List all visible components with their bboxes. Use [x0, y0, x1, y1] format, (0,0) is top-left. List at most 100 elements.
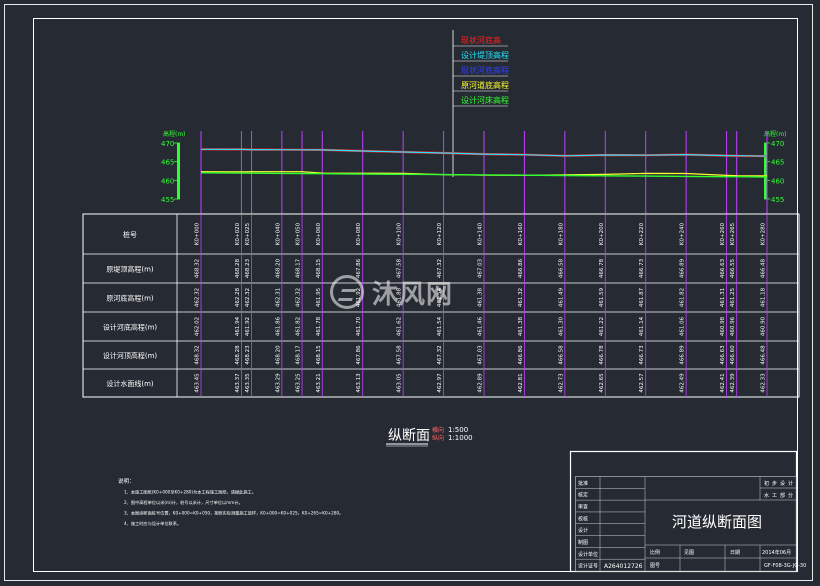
- table-cell-1-15: 466.63: [720, 258, 726, 278]
- table-cell-3-15: 460.98: [720, 316, 726, 336]
- axis-left-tick-3: 455: [161, 196, 174, 204]
- table-cell-4-15: 466.63: [720, 345, 726, 365]
- title-block-right-labels: 初步设计水工部分: [764, 480, 793, 499]
- note-line-3: 3、本图纵断面桩号位置，K0+000=K0+050，按照实际测量施工放样，K0+…: [124, 510, 343, 517]
- table-cell-3-10: 461.38: [518, 316, 524, 336]
- table-cell-2-16: 461.25: [730, 287, 736, 307]
- table-cell-5-13: 462.57: [639, 373, 645, 393]
- tb-right-mid-1: 工: [772, 493, 777, 499]
- table-cell-5-11: 462.73: [558, 373, 564, 393]
- watermark: 沐风网: [330, 272, 500, 312]
- table-cell-2-5: 461.95: [316, 287, 322, 307]
- axis-left-tick-0: 470: [161, 140, 174, 148]
- table-cell-0-2: K0+025: [245, 222, 251, 245]
- table-cell-2-14: 461.82: [680, 288, 686, 307]
- table-cell-1-3: 468.20: [275, 258, 281, 278]
- axis-left-title: 高程(m): [163, 130, 186, 138]
- table-cell-0-8: K0+120: [437, 222, 443, 245]
- notes: 说明： 1、本施工图纸(K0+000至K0+280)为本工程施工图纸，请据此施工。…: [118, 477, 343, 527]
- scale-v: 1:1000: [448, 434, 473, 442]
- table-cell-3-9: 461.46: [478, 316, 484, 336]
- table-cell-3-7: 461.62: [397, 317, 403, 336]
- table-cell-1-14: 466.89: [680, 258, 686, 278]
- table-cell-5-9: 462.89: [478, 373, 484, 393]
- table-cell-1-16: 466.55: [730, 258, 736, 278]
- tb-right-mid-3: 分: [788, 492, 793, 499]
- table-cell-0-12: K0+200: [599, 222, 605, 245]
- table-cell-1-13: 466.73: [639, 258, 645, 278]
- table-cell-3-11: 461.30: [558, 316, 564, 336]
- table-cell-2-4: 462.32: [296, 288, 302, 307]
- table-row-label-5: 设计水面线(m): [106, 379, 154, 388]
- table-cell-0-15: K0+260: [720, 222, 726, 245]
- table-cell-3-3: 461.86: [275, 316, 281, 336]
- table-cell-4-6: 467.86: [356, 345, 362, 365]
- table-cell-2-11: 461.49: [558, 287, 564, 307]
- table-cell-3-16: 460.96: [730, 316, 736, 336]
- tb-left-label-6: 设计单位: [578, 551, 598, 558]
- cert-number: A264012726: [604, 563, 643, 570]
- note-line-0: 说明：: [118, 477, 135, 485]
- table-cell-3-17: 460.90: [761, 316, 767, 336]
- table-cell-0-7: K0+100: [397, 222, 403, 245]
- axis-right-title: 高程(m): [764, 130, 787, 138]
- scale-h-label: 横向: [432, 426, 444, 434]
- watermark-text: 沐风网: [372, 279, 454, 310]
- table-cell-3-5: 461.78: [316, 316, 322, 336]
- table-cell-0-17: K0+280: [761, 222, 767, 245]
- table-row-label-2: 原河底高程(m): [106, 294, 154, 303]
- tb-left-label-2: 审查: [578, 504, 588, 511]
- axis-right-tick-2: 460: [771, 177, 784, 185]
- table-cell-4-13: 466.73: [639, 345, 645, 365]
- table-cell-5-15: 462.41: [720, 373, 726, 392]
- note-line-2: 2、图中高程单位以米(m)计，桩号以米计，尺寸单位以mm计。: [124, 499, 243, 506]
- table-cell-0-4: K0+050: [296, 222, 302, 245]
- table-cell-5-2: 463.35: [245, 373, 251, 393]
- table-cell-1-2: 468.23: [245, 258, 251, 278]
- table-row-label-0: 桩号: [123, 230, 137, 239]
- table-cell-0-1: K0+020: [235, 222, 241, 245]
- tb-right-top-1: 步: [772, 481, 777, 487]
- table-cell-5-12: 462.65: [599, 373, 605, 393]
- tb-bottom-cell-1: 见图: [684, 550, 694, 556]
- table-cell-1-11: 466.58: [558, 258, 564, 278]
- axis-right-tick-0: 470: [771, 140, 784, 148]
- table-cell-5-1: 463.37: [235, 373, 241, 393]
- table-cell-3-14: 461.06: [680, 316, 686, 336]
- table-cell-2-1: 462.28: [235, 287, 241, 307]
- table-cell-1-5: 468.15: [316, 258, 322, 278]
- tb-right-top-2: 设: [780, 480, 785, 487]
- table-cell-0-6: K0+080: [356, 222, 362, 245]
- outer-border: [4, 4, 813, 581]
- axis-right-tick-3: 455: [771, 196, 784, 204]
- table-cell-5-14: 462.49: [680, 373, 686, 393]
- tb-bottom-cell-4: 图号: [650, 563, 660, 569]
- tb-left-label-4: 设计: [578, 527, 588, 534]
- table-cell-4-8: 467.32: [437, 345, 443, 364]
- table-cell-5-8: 462.97: [437, 373, 443, 393]
- table-cell-5-10: 462.81: [518, 373, 524, 392]
- note-line-1: 1、本施工图纸(K0+000至K0+280)为本工程施工图纸，请据此施工。: [124, 489, 256, 496]
- table-cell-2-17: 461.18: [761, 287, 767, 307]
- series-line-3: [200, 172, 768, 178]
- legend-item-1: 设计堤顶高程: [461, 50, 509, 60]
- legend-item-2: 现状河底高程: [461, 65, 509, 75]
- axis-left-tick-1: 465: [161, 159, 174, 167]
- table-cell-4-7: 467.58: [397, 345, 403, 365]
- table-cell-2-0: 462.32: [195, 288, 201, 307]
- table-cell-4-1: 468.28: [235, 345, 241, 365]
- table-cell-4-12: 466.78: [599, 345, 605, 365]
- table-cell-5-0: 463.45: [195, 373, 201, 393]
- table-cell-0-14: K0+240: [680, 222, 686, 245]
- table-cell-1-6: 467.86: [356, 258, 362, 278]
- table-cell-1-9: 467.03: [478, 258, 484, 278]
- tb-right-mid-2: 部: [780, 492, 785, 499]
- table-cell-5-7: 463.05: [397, 373, 403, 393]
- table-cell-4-17: 466.48: [761, 345, 767, 365]
- table-cell-1-10: 466.86: [518, 258, 524, 278]
- table-cell-1-1: 468.28: [235, 258, 241, 278]
- tb-right-mid-0: 水: [764, 492, 769, 499]
- table-cell-3-12: 461.22: [599, 317, 605, 336]
